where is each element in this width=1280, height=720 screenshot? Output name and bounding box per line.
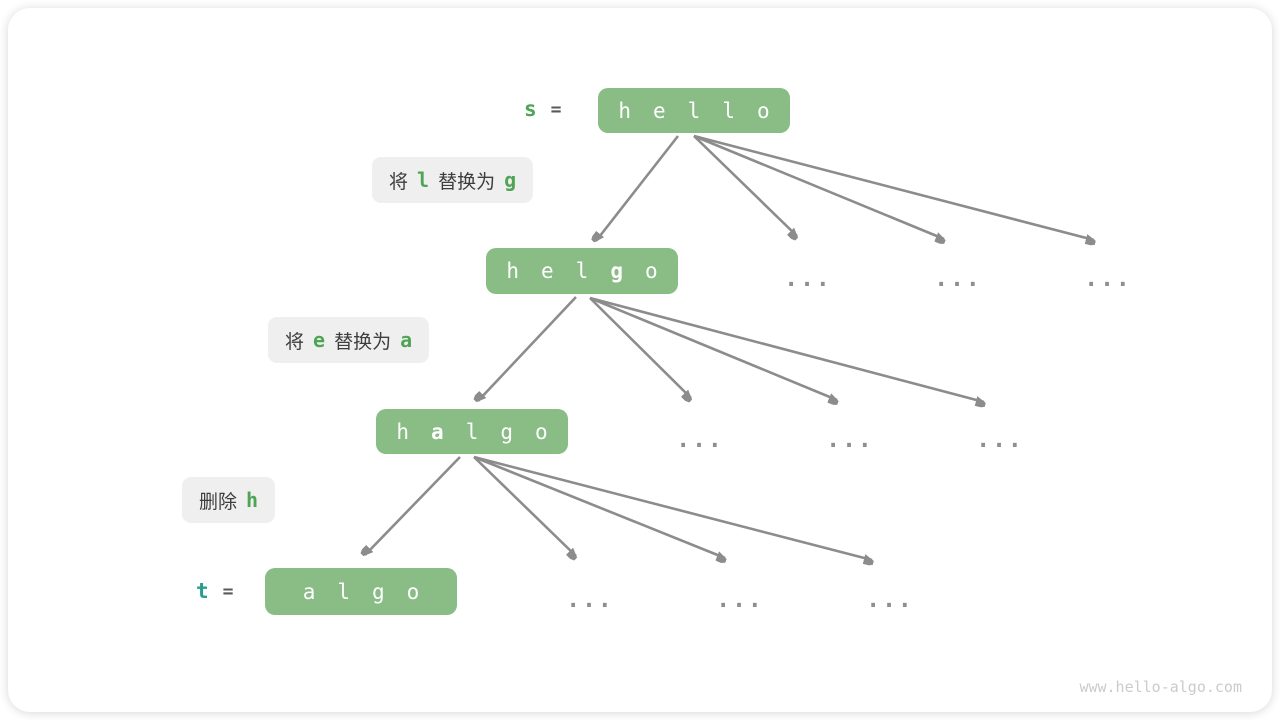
string-part-bold: a — [431, 419, 466, 444]
string-part: hel — [506, 259, 611, 283]
ellipsis: ... — [716, 586, 764, 613]
op-text: 删除 — [199, 490, 238, 513]
string-part: algo — [302, 579, 442, 604]
edge-halgo-algo — [365, 456, 461, 555]
variable-s-label: s — [524, 97, 537, 121]
edge-helgo-dots2 — [589, 296, 837, 400]
watermark: www.hello-algo.com — [1079, 678, 1242, 696]
ellipsis: ... — [566, 586, 614, 613]
op-code-char: e — [313, 328, 326, 352]
op-code-char: l — [417, 168, 430, 192]
ellipsis: ... — [976, 426, 1024, 453]
string-part: lgo — [465, 419, 570, 444]
string-node-algo: algo — [265, 568, 457, 615]
string-node-text: halgo — [396, 420, 569, 444]
op-code-char: h — [246, 488, 259, 512]
edge-hello-dots2 — [693, 134, 944, 239]
variable-s-assignment: s = — [524, 97, 562, 121]
op-label-replace-l-g: 将 l 替换为 g — [372, 157, 534, 203]
string-node-text: helgo — [506, 259, 679, 283]
ellipsis: ... — [784, 265, 832, 292]
op-text: 将 — [285, 330, 305, 353]
edge-hello-dots3 — [693, 134, 1094, 240]
ellipsis: ... — [826, 426, 874, 453]
edge-helgo-dots1 — [589, 297, 691, 398]
string-node-halgo: halgo — [376, 409, 568, 454]
string-part: hello — [618, 98, 792, 123]
ellipsis: ... — [1084, 265, 1132, 292]
ellipsis: ... — [866, 586, 914, 613]
edge-halgo-dots2 — [473, 455, 725, 558]
string-node-helgo: helgo — [486, 248, 678, 294]
string-part: h — [396, 419, 432, 444]
op-label-replace-e-a: 将 e 替换为 a — [268, 317, 430, 363]
op-text: 将 — [389, 170, 409, 193]
equals-sign: = — [550, 98, 562, 120]
string-node-text: algo — [303, 580, 442, 604]
variable-t-assignment: t = — [196, 579, 234, 603]
ellipsis: ... — [676, 426, 724, 453]
string-node-text: hello — [618, 99, 791, 123]
op-label-delete-h: 删除 h — [182, 477, 276, 523]
op-text: 替换为 — [438, 170, 496, 193]
equals-sign: = — [222, 580, 234, 602]
string-part: o — [644, 259, 680, 283]
op-code-char: a — [400, 328, 413, 352]
variable-t-label: t — [196, 579, 209, 603]
edge-hello-helgo — [596, 135, 680, 241]
edge-halgo-dots1 — [473, 456, 576, 556]
string-part-bold: g — [610, 259, 645, 283]
edge-helgo-halgo — [478, 296, 577, 401]
edge-helgo-dots3 — [589, 296, 984, 402]
ellipsis: ... — [934, 265, 982, 292]
op-text: 替换为 — [334, 330, 392, 353]
op-code-char: g — [504, 168, 517, 192]
edge-hello-dots1 — [693, 135, 797, 236]
string-node-hello: hello — [598, 88, 790, 133]
edge-halgo-dots3 — [473, 455, 872, 560]
